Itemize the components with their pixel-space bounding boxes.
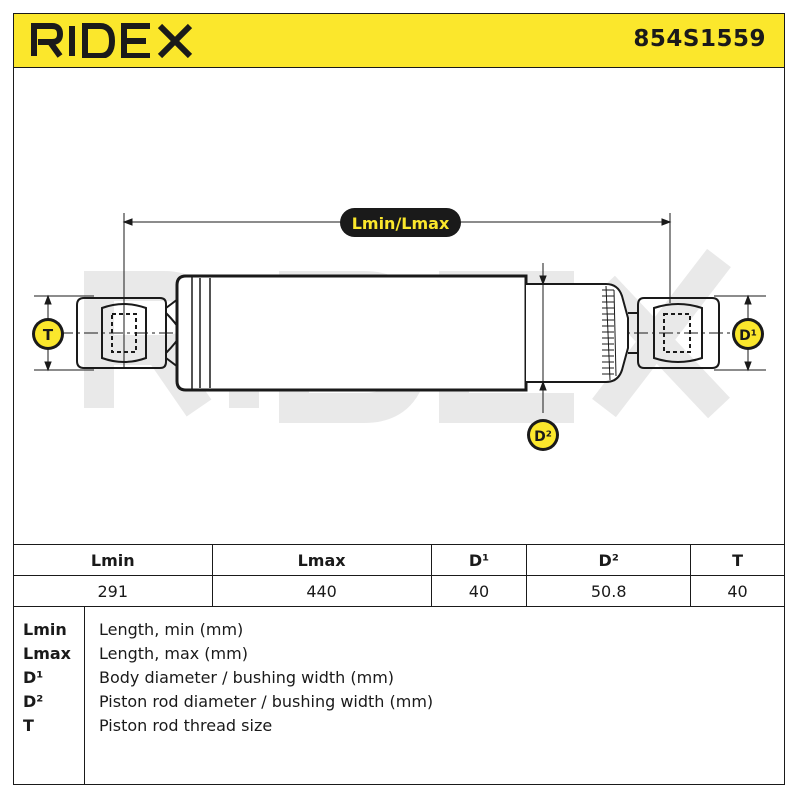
spec-value-row: 291 440 40 50.8 40 <box>14 575 784 607</box>
legend-description: Piston rod diameter / bushing width (mm) <box>99 692 434 711</box>
legend-code: D² <box>23 692 44 711</box>
legend-item: Lmin Length, min (mm) <box>14 620 784 644</box>
length-label-pill <box>340 208 461 237</box>
legend-item: D² Piston rod diameter / bushing width (… <box>14 692 784 716</box>
legend-code: Lmax <box>23 644 71 663</box>
legend-divider <box>84 606 85 784</box>
spec-header-lmin: Lmin <box>14 544 213 576</box>
header-bar: 854S1559 <box>14 14 784 68</box>
legend-code: D¹ <box>23 668 44 687</box>
d2-dimension <box>539 263 547 413</box>
spec-value-lmin: 291 <box>14 575 213 607</box>
spec-header-row: Lmin Lmax D¹ D² T <box>14 544 784 576</box>
spec-value-d1: 40 <box>431 575 528 607</box>
spec-table: Lmin Lmax D¹ D² T 291 440 40 50.8 40 <box>14 544 784 607</box>
legend-description: Body diameter / bushing width (mm) <box>99 668 395 687</box>
spec-value-lmax: 440 <box>212 575 432 607</box>
legend: Lmin Length, min (mm) Lmax Length, max (… <box>14 606 784 784</box>
shock-absorber-drawing: Lmin/Lmax T <box>32 208 766 451</box>
legend-code: T <box>23 716 34 735</box>
spec-header-t: T <box>690 544 784 576</box>
spec-header-d2: D² <box>526 544 692 576</box>
legend-description: Length, min (mm) <box>99 620 244 639</box>
cylinder-body <box>175 274 528 392</box>
d2-label: D² <box>534 429 552 445</box>
part-number: 854S1559 <box>633 26 766 52</box>
d1-label-badge-inner <box>735 321 761 347</box>
legend-item: T Piston rod thread size <box>14 716 784 740</box>
thread-label: T <box>43 326 54 344</box>
spec-value-d2: 50.8 <box>526 575 692 607</box>
spec-header-d1: D¹ <box>431 544 528 576</box>
length-label: Lmin/Lmax <box>352 214 450 233</box>
right-bushing <box>628 297 720 369</box>
spec-value-t: 40 <box>727 581 748 601</box>
dust-cover <box>526 283 629 383</box>
product-sheet: 854S1559 Lmin/Lmax <box>13 13 785 785</box>
d1-label: D¹ <box>739 328 757 344</box>
legend-item: D¹ Body diameter / bushing width (mm) <box>14 668 784 692</box>
legend-description: Length, max (mm) <box>99 644 248 663</box>
thread-label-badge-inner <box>35 321 61 347</box>
ridex-logo <box>31 23 193 58</box>
legend-description: Piston rod thread size <box>99 716 273 735</box>
legend-item: Lmax Length, max (mm) <box>14 644 784 668</box>
dust-cover-ribs <box>602 289 614 375</box>
spec-header-lmax: Lmax <box>212 544 432 576</box>
legend-code: Lmin <box>23 620 67 639</box>
d2-label-badge-inner <box>530 422 556 448</box>
